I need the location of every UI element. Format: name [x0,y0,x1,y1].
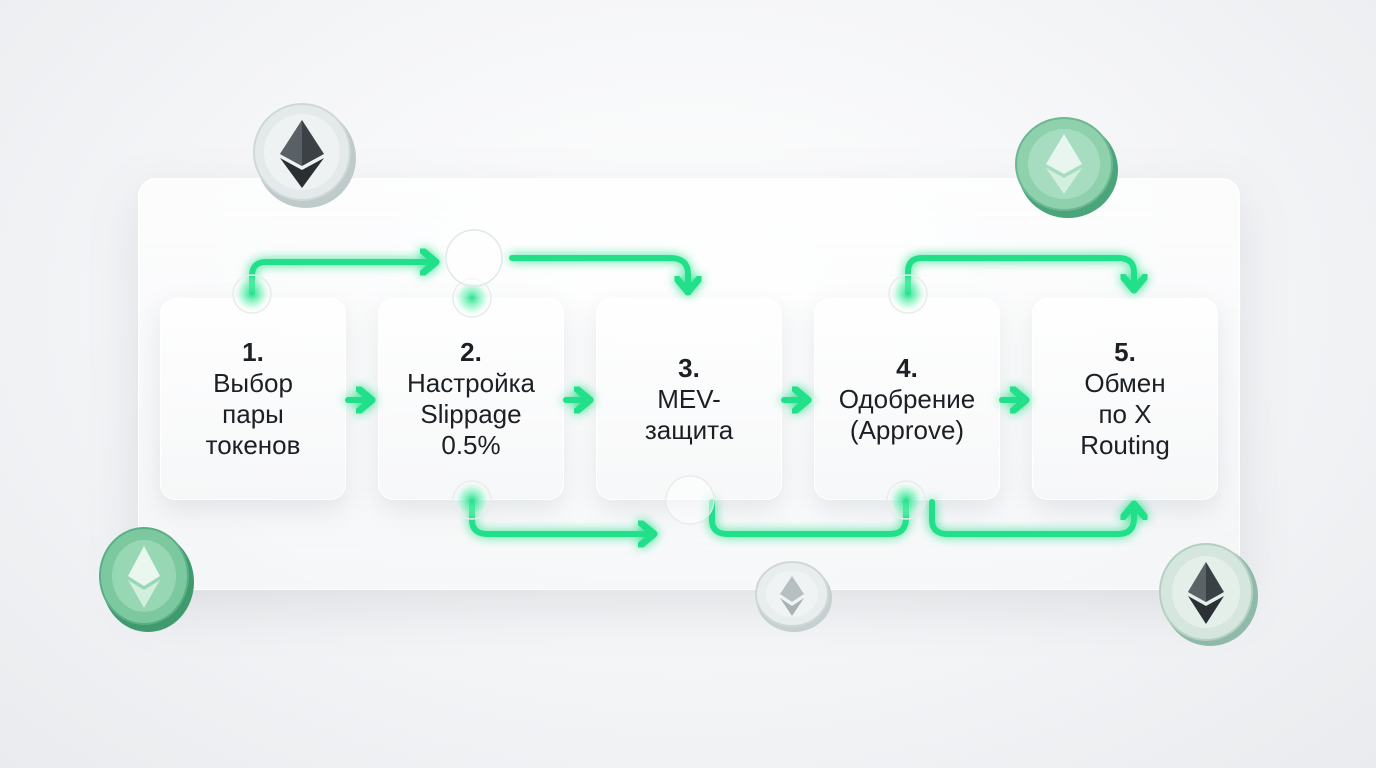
step-label: Настройка Slippage 0.5% [407,368,535,460]
ethereum-coin-icon [253,103,356,208]
step-number: 4. [896,352,918,383]
junction-nodes [232,229,928,525]
arrow-top-4-5 [905,255,1134,295]
ethereum-coin-icon [1015,117,1118,218]
ethereum-coin-icon [99,527,194,632]
ethereum-coin-icon [1159,543,1258,646]
step-card-1: 1. Выбор пары токенов [160,298,346,500]
step-card-5: 5. Обмен по X Routing [1032,298,1218,500]
step-number: 1. [242,337,264,367]
arrow-bottom-2-3 [469,499,654,534]
arrow-top-2-3 [509,255,688,292]
step-label: MEV- защита [644,383,734,445]
step-label: Обмен по X Routing [1080,368,1170,460]
arrow-top-1-2 [249,262,436,295]
ethereum-coin-icon [755,561,832,632]
step-number: 3. [678,352,700,383]
step-card-4: 4. Одобрение (Approve) [814,298,1000,500]
step-number: 2. [460,337,482,367]
step-label: Выбор пары токенов [205,368,301,460]
arrow-bottom-4-5 [929,499,1134,537]
step-number: 5. [1114,337,1136,367]
step-label: Одобрение (Approve) [838,383,976,445]
arrow-bottom-3-4 [709,499,909,537]
